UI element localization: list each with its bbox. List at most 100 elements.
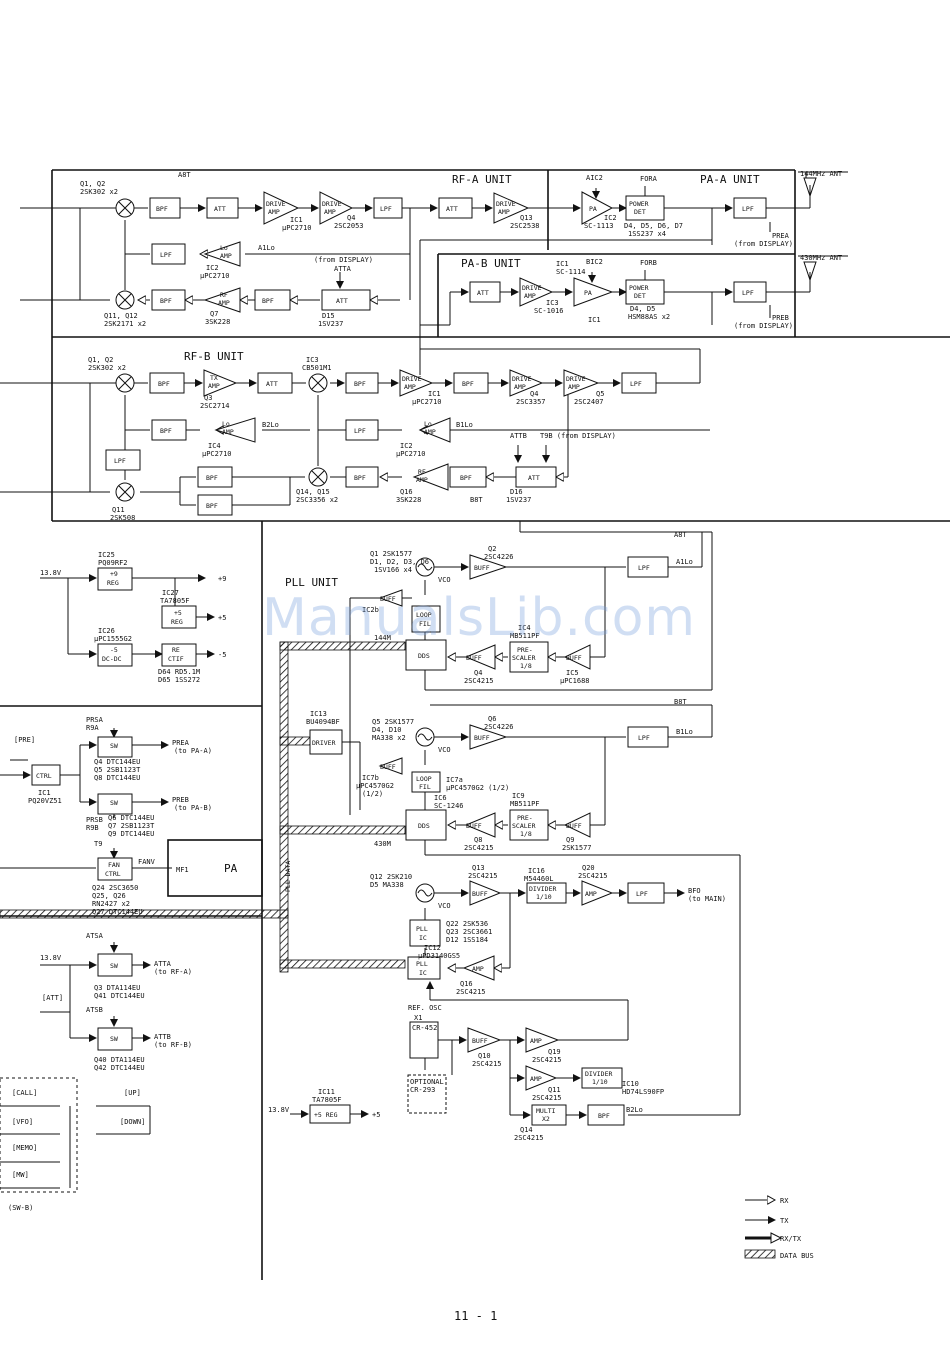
svg-text:MB511PF: MB511PF (510, 800, 540, 808)
svg-text:B2Lo: B2Lo (262, 421, 279, 429)
svg-text:µPC2710: µPC2710 (202, 450, 232, 458)
svg-text:SCALER: SCALER (512, 654, 536, 662)
svg-text:430M: 430M (374, 840, 391, 848)
svg-text:CTIF: CTIF (168, 655, 184, 663)
svg-text:µPC2710: µPC2710 (396, 450, 426, 458)
svg-text:DRIVE: DRIVE (402, 375, 422, 383)
svg-text:Q13: Q13 (472, 864, 485, 872)
page-number: 11 - 1 (454, 1309, 497, 1323)
rfb-att-2 (515, 466, 557, 488)
svg-text:ATSB: ATSB (86, 1006, 103, 1014)
svg-text:DRIVE: DRIVE (566, 375, 586, 383)
svg-text:Q10: Q10 (478, 1052, 491, 1060)
amplifiers (203, 191, 614, 1091)
svg-text:BUFF: BUFF (380, 595, 396, 603)
svg-text:LPF: LPF (742, 289, 754, 297)
rfb-att-1 (257, 372, 293, 394)
svg-text:2SC2053: 2SC2053 (334, 222, 364, 230)
svg-text:IC26: IC26 (98, 627, 115, 635)
svg-text:AMP: AMP (530, 1075, 542, 1083)
signal-lines (0, 172, 811, 1189)
svg-text:(from DISPLAY): (from DISPLAY) (734, 240, 793, 248)
svg-text:IC1: IC1 (290, 216, 303, 224)
svg-text:A1Lo: A1Lo (676, 558, 693, 566)
svg-text:VCO: VCO (438, 902, 451, 910)
svg-text:[ATT]: [ATT] (42, 994, 63, 1002)
rfb-bpf-7 (197, 466, 233, 488)
svg-text:B8T: B8T (674, 698, 687, 706)
svg-text:OPTIONAL: OPTIONAL (410, 1078, 444, 1086)
svg-text:MB511PF: MB511PF (510, 632, 540, 640)
svg-text:HSM88AS x2: HSM88AS x2 (628, 313, 670, 321)
svg-text:µPC4570G2 (1/2): µPC4570G2 (1/2) (446, 784, 509, 792)
svg-text:RF: RF (418, 468, 426, 476)
svg-text:CTRL: CTRL (36, 772, 52, 780)
rfb-bpf-5 (345, 466, 379, 488)
svg-text:CB501M1: CB501M1 (302, 364, 332, 372)
svg-text:µPC1555G2: µPC1555G2 (94, 635, 132, 643)
svg-text:2SC2714: 2SC2714 (200, 402, 230, 410)
svg-text:AMP: AMP (222, 428, 234, 436)
svg-text:ATTB: ATTB (154, 1033, 171, 1041)
svg-text:DET: DET (634, 208, 646, 216)
svg-text:(from DISPLAY): (from DISPLAY) (734, 322, 793, 330)
svg-text:Q13: Q13 (520, 214, 533, 222)
svg-text:AMP: AMP (416, 476, 428, 484)
svg-text:Q3 DTA114EU: Q3 DTA114EU (94, 984, 140, 992)
svg-text:A8T: A8T (178, 171, 191, 179)
svg-text:FORB: FORB (640, 259, 657, 267)
svg-text:DDS: DDS (418, 822, 430, 830)
svg-text:Q7 2SB1123T: Q7 2SB1123T (108, 822, 155, 830)
svg-text:2SC4215: 2SC4215 (464, 677, 494, 685)
svg-text:Q9 DTC144EU: Q9 DTC144EU (108, 830, 154, 838)
svg-text:AMP: AMP (514, 383, 526, 391)
reg-ic11 (309, 1104, 351, 1124)
svg-text:µPC2710: µPC2710 (200, 272, 230, 280)
svg-text:13.8V: 13.8V (40, 954, 62, 962)
svg-text:Q14, Q15: Q14, Q15 (296, 488, 330, 496)
svg-text:LPF: LPF (380, 205, 392, 213)
svg-text:DC-DC: DC-DC (102, 655, 122, 663)
svg-text:[PRE]: [PRE] (14, 736, 35, 744)
svg-text:Q42 DTC144EU: Q42 DTC144EU (94, 1064, 145, 1072)
divider-2 (581, 1067, 623, 1089)
svg-text:Q4: Q4 (474, 669, 482, 677)
svg-text:ATSA: ATSA (86, 932, 104, 940)
svg-text:B1Lo: B1Lo (676, 728, 693, 736)
svg-text:Q19: Q19 (548, 1048, 561, 1056)
svg-text:1SV237: 1SV237 (318, 320, 343, 328)
svg-text:Q22 2SK536: Q22 2SK536 (446, 920, 488, 928)
svg-text:BPF: BPF (460, 474, 472, 482)
svg-text:REF. OSC: REF. OSC (408, 1004, 442, 1012)
svg-text:CTRL: CTRL (105, 870, 121, 878)
svg-text:LOOP: LOOP (416, 775, 432, 783)
svg-text:+9: +9 (218, 575, 226, 583)
svg-text:IC25: IC25 (98, 551, 115, 559)
svg-text:BPF: BPF (598, 1112, 610, 1120)
svg-text:2SK302 x2: 2SK302 x2 (88, 364, 126, 372)
svg-text:µPD3140GS5: µPD3140GS5 (418, 952, 460, 960)
svg-text:REG: REG (107, 579, 119, 587)
pll-ic-2 (407, 956, 441, 980)
svg-text:ATT: ATT (266, 380, 278, 388)
svg-text:Q40 DTA114EU: Q40 DTA114EU (94, 1056, 145, 1064)
svg-text:SW: SW (110, 799, 118, 807)
unit-rfa: RF-A UNIT (452, 173, 512, 186)
svg-text:PA: PA (224, 862, 238, 875)
svg-text:PRE-: PRE- (517, 646, 533, 654)
svg-text:D4, D10: D4, D10 (372, 726, 402, 734)
svg-text:(to RF-A): (to RF-A) (154, 968, 192, 976)
rfb-bpf-3 (453, 372, 489, 394)
svg-text:B1Lo: B1Lo (456, 421, 473, 429)
svg-text:DIVIDER: DIVIDER (585, 1070, 612, 1078)
svg-text:RE: RE (172, 646, 180, 654)
svg-text:2SC4226: 2SC4226 (484, 723, 514, 731)
unit-pab: PA-B UNIT (461, 257, 521, 270)
svg-text:BU4094BF: BU4094BF (306, 718, 340, 726)
svg-text:LPF: LPF (742, 205, 754, 213)
rfa-lpf-1 (373, 197, 403, 219)
svg-text:Q4 DTC144EU: Q4 DTC144EU (94, 758, 140, 766)
svg-text:[MEMO]: [MEMO] (12, 1144, 37, 1152)
svg-text:IC27: IC27 (162, 589, 179, 597)
